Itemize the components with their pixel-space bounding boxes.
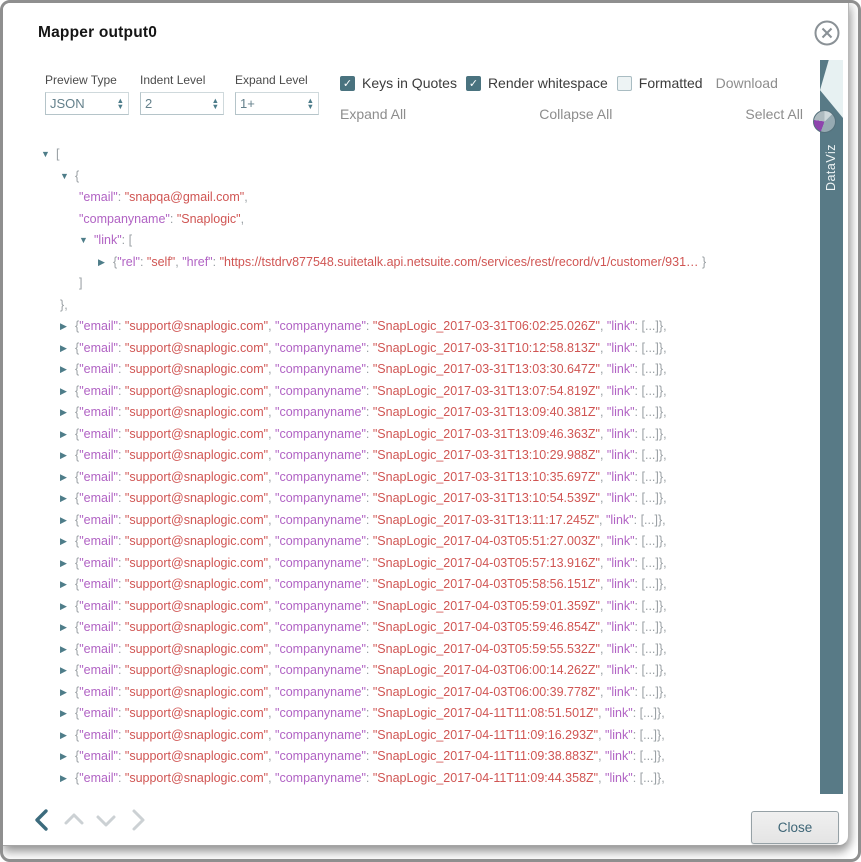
indent-level-value: 2: [145, 96, 153, 111]
expand-toggle-icon[interactable]: ▶: [60, 772, 67, 783]
indent-level-label: Indent Level: [140, 73, 206, 87]
pie-chart-icon: [813, 110, 836, 133]
json-collapsed-row[interactable]: ▶{"email": "support@snaplogic.com", "com…: [3, 531, 819, 553]
expand-toggle-icon[interactable]: ▶: [60, 364, 67, 374]
collapse-all-link[interactable]: Collapse All: [539, 106, 613, 122]
scroll-up-icon[interactable]: [61, 807, 87, 833]
json-collapsed-row[interactable]: ▶{"email": "support@snaplogic.com", "com…: [3, 553, 819, 575]
json-link-array[interactable]: ▼"link": [: [3, 230, 819, 252]
expand-toggle-icon[interactable]: ▶: [60, 708, 67, 718]
expand-level-select[interactable]: 1+ ▲▼: [235, 92, 319, 115]
json-collapsed-row[interactable]: ▶{"email": "support@snaplogic.com", "com…: [3, 424, 819, 446]
json-collapsed-row[interactable]: ▶{"email": "support@snaplogic.com", "com…: [3, 381, 819, 403]
json-collapsed-row[interactable]: ▶{"email": "support@snaplogic.com", "com…: [3, 359, 819, 381]
scroll-down-icon[interactable]: [93, 807, 119, 833]
expand-toggle-icon[interactable]: ▶: [60, 751, 67, 761]
json-collapsed-row[interactable]: ▶{"email": "support@snaplogic.com", "com…: [3, 682, 819, 704]
expand-toggle-icon[interactable]: ▶: [60, 665, 67, 675]
expand-toggle-icon[interactable]: ▶: [60, 428, 67, 439]
dataviz-tab-label: DataViz: [824, 144, 838, 192]
json-collapsed-row[interactable]: ▶{"email": "support@snaplogic.com", "com…: [3, 768, 819, 790]
collapse-toggle-icon[interactable]: ▼: [60, 170, 69, 181]
json-email-pair[interactable]: "email": "snapqa@gmail.com",: [79, 190, 248, 204]
json-collapsed-row[interactable]: ▶{"email": "support@snaplogic.com", "com…: [3, 725, 819, 747]
expand-toggle-icon[interactable]: ▶: [60, 514, 67, 525]
json-collapsed-row[interactable]: ▶{"email": "support@snaplogic.com", "com…: [3, 617, 819, 639]
json-collapsed-row[interactable]: ▶{"email": "support@snaplogic.com", "com…: [3, 467, 819, 489]
json-preview-tree: ▼[▼{ "email": "snapqa@gmail.com", "company…: [3, 144, 819, 789]
spinner-arrows-icon[interactable]: ▲▼: [306, 95, 314, 111]
dataviz-tab[interactable]: DataViz: [813, 60, 843, 794]
close-button[interactable]: Close: [751, 811, 839, 844]
preview-type-select[interactable]: JSON ▲▼: [45, 92, 129, 115]
spinner-arrows-icon[interactable]: ▲▼: [211, 95, 219, 111]
json-record-close[interactable]: },: [60, 297, 68, 312]
expand-toggle-icon[interactable]: ▶: [60, 729, 67, 740]
dialog-title: Mapper output0: [38, 24, 158, 41]
checkbox-render-whitespace[interactable]: ✓ Render whitespace: [465, 75, 608, 91]
json-collapsed-row[interactable]: ▶{"email": "support@snaplogic.com", "com…: [3, 703, 819, 725]
json-collapsed-row[interactable]: ▶{"email": "support@snaplogic.com", "com…: [3, 639, 819, 661]
checkbox-keys-in-quotes[interactable]: ✓ Keys in Quotes: [340, 75, 457, 91]
json-collapsed-row[interactable]: ▶{"email": "support@snaplogic.com", "com…: [3, 660, 819, 682]
json-collapsed-row[interactable]: ▶{"email": "support@snaplogic.com", "com…: [3, 402, 819, 424]
spinner-arrows-icon[interactable]: ▲▼: [116, 95, 124, 111]
indent-level-select[interactable]: 2 ▲▼: [140, 92, 224, 115]
next-page-icon[interactable]: [125, 807, 149, 833]
expand-toggle-icon[interactable]: ▶: [60, 536, 67, 546]
expand-toggle-icon[interactable]: ▶: [60, 471, 67, 482]
json-link-array-close[interactable]: ]: [79, 276, 83, 290]
json-companyname-pair[interactable]: "companyname": "Snaplogic",: [79, 211, 245, 226]
expand-toggle-icon[interactable]: ▶: [60, 557, 67, 568]
prev-page-icon[interactable]: [31, 807, 55, 833]
preview-type-value: JSON: [50, 96, 85, 111]
expand-toggle-icon[interactable]: ▶: [60, 643, 67, 654]
expand-toggle-icon[interactable]: ▶: [60, 686, 67, 697]
preview-controls: Preview Type JSON ▲▼ Indent Level 2 ▲▼ E…: [45, 73, 319, 115]
expand-toggle-icon[interactable]: ▶: [60, 407, 67, 417]
collapse-toggle-icon[interactable]: ▼: [79, 235, 88, 245]
json-collapsed-row[interactable]: ▶{"email": "support@snaplogic.com", "com…: [3, 596, 819, 618]
download-link[interactable]: Download: [715, 75, 778, 91]
expand-toggle-icon[interactable]: ▶: [60, 579, 67, 589]
expand-toggle-icon[interactable]: ▶: [60, 450, 67, 460]
expand-toggle-icon[interactable]: ▶: [60, 622, 67, 632]
json-collapsed-row[interactable]: ▶{"email": "support@snaplogic.com", "com…: [3, 510, 819, 532]
expand-toggle-icon[interactable]: ▶: [60, 321, 67, 331]
json-collapsed-row[interactable]: ▶{"email": "support@snaplogic.com", "com…: [3, 316, 819, 338]
expand-toggle-icon[interactable]: ▶: [60, 493, 67, 503]
json-expanded-record[interactable]: ▼{: [3, 166, 819, 188]
expand-level-label: Expand Level: [235, 73, 308, 87]
close-icon[interactable]: [812, 18, 842, 48]
expand-toggle-icon[interactable]: ▶: [60, 385, 67, 396]
expand-toggle-icon[interactable]: ▶: [60, 600, 67, 611]
collapse-toggle-icon[interactable]: ▼: [41, 149, 50, 159]
json-root-array[interactable]: ▼[: [3, 144, 819, 166]
json-collapsed-row[interactable]: ▶{"email": "support@snaplogic.com", "com…: [3, 488, 819, 510]
json-collapsed-row[interactable]: ▶{"email": "support@snaplogic.com", "com…: [3, 574, 819, 596]
checkbox-icon[interactable]: ✓: [616, 75, 632, 91]
expand-all-link[interactable]: Expand All: [340, 106, 407, 122]
mapper-output-dialog: Mapper output0 Preview Type JSON ▲▼ Inde…: [3, 3, 849, 846]
preview-type-label: Preview Type: [45, 73, 117, 87]
expand-toggle-icon[interactable]: ▶: [60, 342, 67, 353]
expand-toggle-icon[interactable]: ▶: [98, 256, 105, 267]
pagination-controls: [31, 807, 149, 833]
expand-level-value: 1+: [240, 96, 255, 111]
select-all-link[interactable]: Select All: [745, 106, 803, 122]
json-collapsed-row[interactable]: ▶{"email": "support@snaplogic.com", "com…: [3, 338, 819, 360]
checkbox-icon[interactable]: ✓: [340, 75, 355, 91]
json-collapsed-row[interactable]: ▶{"email": "support@snaplogic.com", "com…: [3, 746, 819, 768]
display-options: ✓ Keys in Quotes ✓ Render whitespace ✓ F…: [340, 75, 803, 122]
json-link-child-row[interactable]: ▶{"rel": "self", "href": "https://tstdrv…: [3, 252, 819, 274]
json-collapsed-row[interactable]: ▶{"email": "support@snaplogic.com", "com…: [3, 445, 819, 467]
checkbox-icon[interactable]: ✓: [465, 75, 481, 91]
checkbox-formatted[interactable]: ✓ Formatted: [616, 75, 703, 91]
